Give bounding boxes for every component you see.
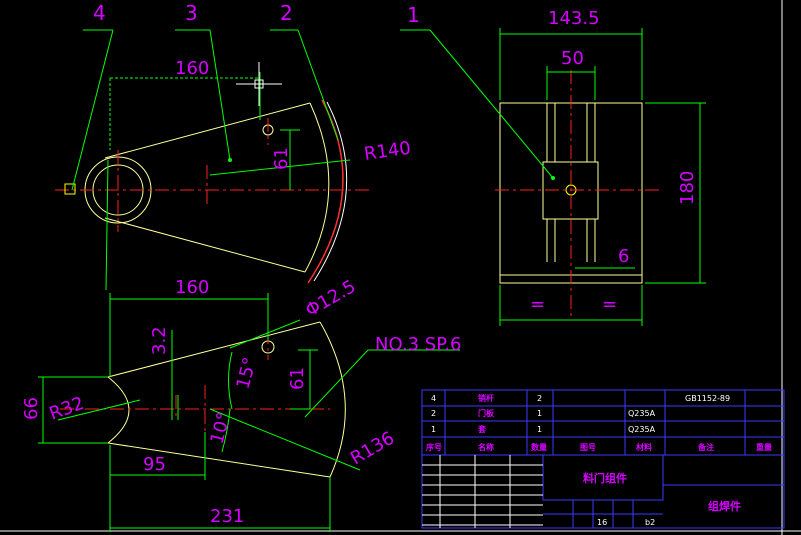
bottom-dim-61: 61	[287, 367, 308, 390]
row2-qty: 1	[537, 409, 542, 418]
bottom-dim-160: 160	[175, 277, 209, 298]
bottom-dim-15deg: 15°	[233, 355, 262, 391]
side-dim-6: 6	[618, 246, 629, 267]
sheet-b: b2	[645, 518, 655, 527]
row3-qty: 1	[537, 425, 542, 434]
callout-4: 4	[93, 1, 106, 25]
header-name: 名称	[478, 442, 494, 452]
side-dim-143-5: 143.5	[548, 8, 600, 29]
row3-no: 1	[431, 425, 436, 434]
callout-1: 1	[407, 3, 420, 27]
callout-3: 3	[185, 1, 198, 25]
header-drawing-no: 图号	[580, 443, 596, 452]
row3-name: 套	[477, 424, 487, 434]
header-material: 材料	[636, 442, 652, 452]
top-view: 160 61 R140	[55, 29, 412, 291]
title-block: 4 销杆 2 GB1152-89 2 门板 1 Q235A 1 套 1 Q235…	[421, 389, 785, 529]
side-dim-180: 180	[677, 171, 698, 205]
row2-name: 门板	[478, 408, 495, 418]
row2-material: Q235A	[628, 409, 656, 418]
assembly-name: 料门组件	[583, 471, 627, 485]
row3-material: Q235A	[628, 425, 656, 434]
row1-qty: 2	[537, 394, 542, 403]
header-remark: 备注	[697, 442, 714, 452]
side-view: 143.5 50 180 6 = =	[400, 8, 706, 326]
side-dim-equal-left: =	[530, 294, 545, 315]
row1-name: 销杆	[478, 393, 494, 403]
top-dim-160: 160	[175, 58, 209, 79]
bottom-dim-95: 95	[143, 454, 166, 475]
bottom-dim-3-2: 3.2	[149, 326, 170, 355]
header-weight: 重量	[756, 442, 772, 452]
row2-no: 2	[431, 409, 436, 418]
bottom-dim-231: 231	[210, 506, 244, 527]
side-dim-equal-right: =	[602, 294, 617, 315]
crosshair-cursor-icon	[236, 62, 282, 106]
row1-std: GB1152-89	[685, 394, 730, 403]
bottom-dim-r32: R32	[47, 393, 87, 425]
bottom-view: 160 Φ12.5 NO.3 SP.6 3.2 15° 61 R32 66 10…	[21, 276, 461, 532]
header-qty: 数量	[531, 442, 547, 452]
header-no: 序号	[426, 442, 442, 452]
bottom-dim-10deg: 10°	[207, 410, 236, 446]
top-dim-r140: R140	[363, 138, 412, 165]
bottom-dim-r136: R136	[347, 428, 398, 470]
bottom-note-no3-sp6: NO.3 SP.6	[375, 334, 461, 355]
side-dim-50: 50	[561, 48, 584, 69]
sheet-a: 16	[597, 518, 607, 527]
bottom-dim-66: 66	[21, 397, 42, 420]
drawing-type: 组焊件	[708, 499, 741, 513]
bottom-dim-phi12-5: Φ12.5	[302, 276, 359, 321]
row1-no: 4	[431, 394, 436, 403]
callout-2: 2	[280, 1, 293, 25]
callout-numbers: 1 2 3 4	[93, 1, 420, 27]
top-dim-61: 61	[271, 147, 292, 170]
